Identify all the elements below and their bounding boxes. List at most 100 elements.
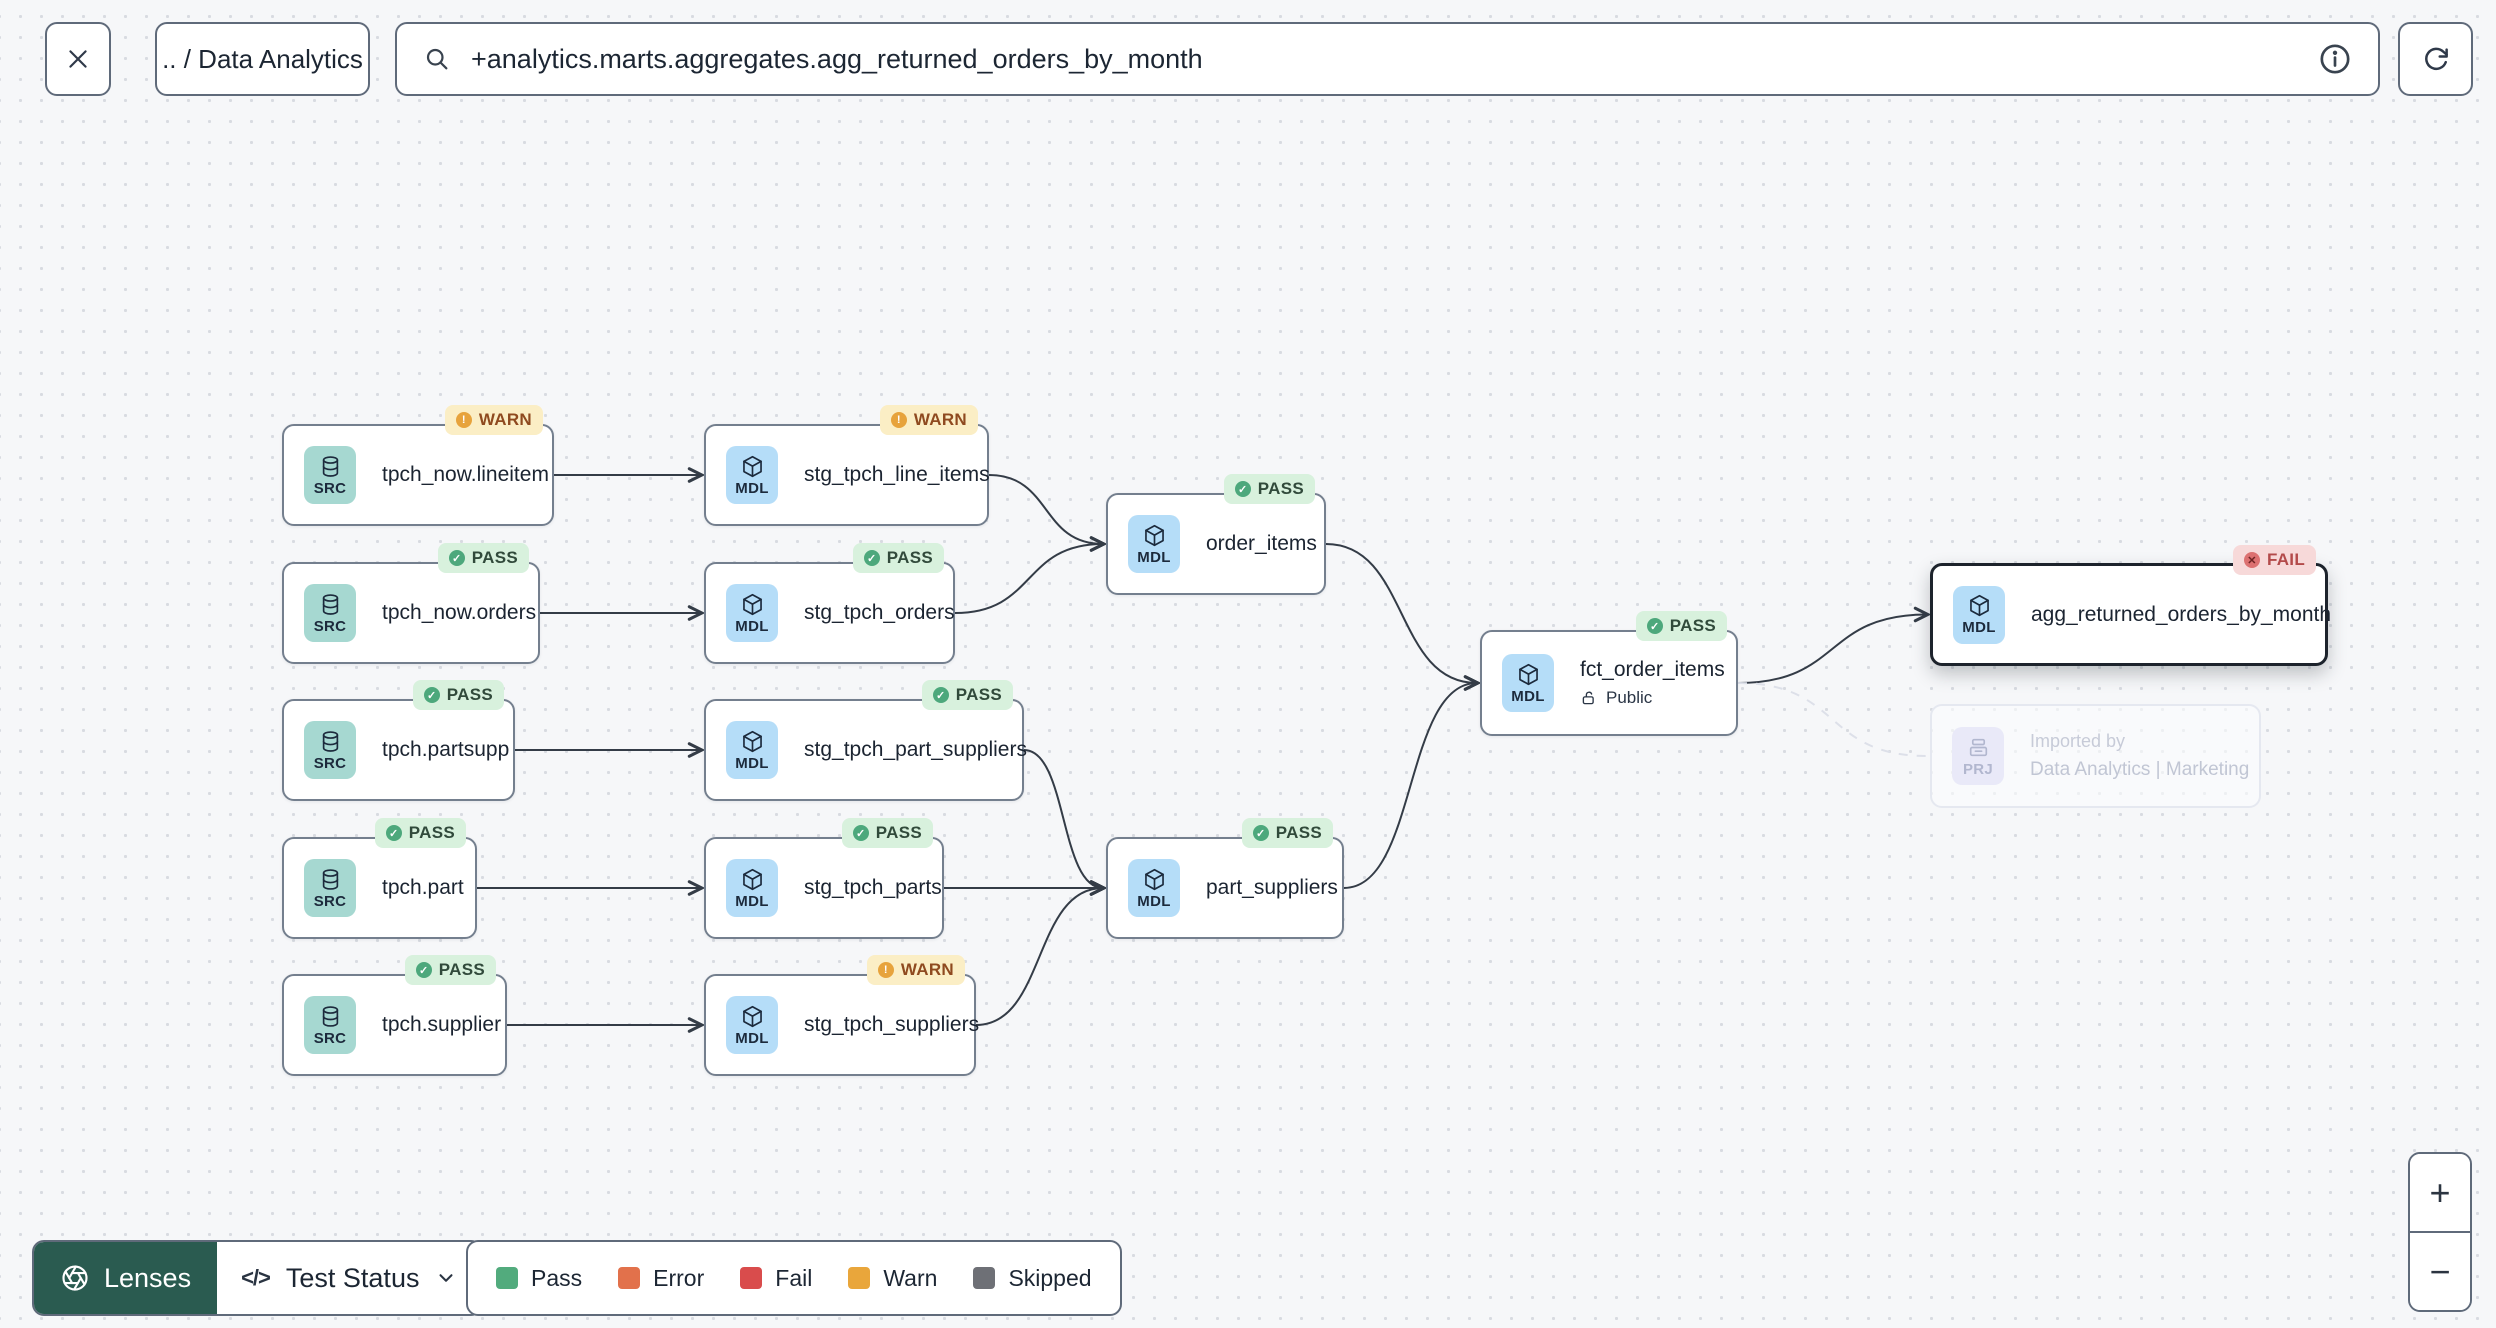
chip-label: MDL — [735, 754, 769, 772]
database-icon — [322, 1005, 338, 1027]
status-dot-icon: ! — [890, 412, 907, 428]
status-badge-warn: ! WARN — [879, 405, 978, 435]
lens-dropdown[interactable]: </> Test Status — [217, 1242, 482, 1314]
status-badge-label: PASS — [408, 823, 455, 842]
legend-item-pass: Pass — [496, 1265, 582, 1292]
status-badge-label: FAIL — [2266, 550, 2305, 569]
node-title: part_suppliers — [1206, 876, 1338, 899]
mdl-chip: MDL — [1128, 515, 1180, 573]
close-button[interactable] — [45, 22, 111, 96]
status-badge-label: PASS — [446, 685, 493, 704]
graph-node-imported-by-ghost[interactable]: PRJ Imported by Data Analytics | Marketing — [1930, 704, 2261, 808]
legend-swatch — [740, 1267, 763, 1289]
status-badge-pass: ✓PASS — [437, 543, 529, 573]
chip-label: MDL — [1511, 687, 1545, 705]
chip-label: MDL — [1962, 619, 1996, 636]
refresh-button[interactable] — [2398, 22, 2473, 96]
status-badge-label: WARN — [478, 410, 532, 429]
lenses-button[interactable]: Lenses — [34, 1242, 218, 1314]
search-bar[interactable]: +analytics.marts.aggregates.agg_returned… — [395, 22, 2380, 96]
mdl-chip: MDL — [726, 859, 778, 917]
search-input[interactable]: +analytics.marts.aggregates.agg_returned… — [471, 43, 1203, 74]
status-badge-label: PASS — [1275, 823, 1322, 842]
src-chip: SRC — [304, 721, 356, 779]
chip-label: MDL — [735, 1029, 769, 1047]
legend-label: Pass — [531, 1264, 583, 1291]
info-icon[interactable] — [2318, 42, 2352, 76]
chip-label: SRC — [313, 617, 347, 635]
node-title: fct_order_items — [1580, 658, 1725, 681]
mdl-chip: MDL — [726, 446, 778, 504]
mdl-chip: MDL — [726, 996, 778, 1054]
cube-icon — [742, 1005, 762, 1027]
code-icon: </> — [241, 1265, 271, 1290]
legend-label: Warn — [883, 1264, 938, 1291]
prj-chip: PRJ — [1952, 727, 2004, 785]
status-dot-icon: ✓ — [932, 687, 949, 703]
zoom-in-button[interactable]: + — [2410, 1154, 2470, 1231]
status-dot-icon: ! — [455, 412, 472, 428]
status-badge-label: WARN — [913, 410, 967, 429]
graph-node-tpch_supplier[interactable]: ✓ PASS SRC tpch.supplier — [282, 955, 507, 1076]
zoom-out-button[interactable]: − — [2410, 1231, 2470, 1310]
status-badge-label: PASS — [438, 960, 485, 979]
zoom-controls: + − — [2408, 1152, 2472, 1312]
chip-label: MDL — [735, 617, 769, 635]
graph-node-order_items[interactable]: ✓PASS MDL order_items — [1106, 474, 1326, 595]
node-title: agg_returned_orders_by_month — [2031, 602, 2332, 626]
lineage-edge — [1325, 543, 1477, 683]
breadcrumb[interactable]: .. / Data Analytics — [155, 22, 370, 96]
lineage-edge-dashed — [1737, 682, 1928, 757]
lineage-edge — [1023, 749, 1103, 888]
status-badge-warn: ! WARN — [444, 405, 543, 435]
legend-swatch — [496, 1267, 518, 1289]
lineage-edge — [1737, 615, 1927, 684]
legend-swatch — [973, 1267, 996, 1289]
ghost-node-title: Data Analytics | Marketing — [2030, 759, 2250, 780]
node-title: stg_tpch_parts — [804, 876, 942, 899]
cube-icon — [742, 868, 762, 890]
close-icon — [69, 50, 87, 68]
cube-icon — [1518, 663, 1538, 685]
mdl-chip: MDL — [1953, 585, 2005, 644]
status-badge-pass: ✓PASS — [852, 543, 944, 573]
status-dot-icon: ✓ — [415, 962, 432, 978]
src-chip: SRC — [304, 584, 356, 642]
project-icon — [1969, 738, 1987, 756]
graph-node-agg_returned_orders_by_month[interactable]: ✕FAIL MDL agg_returned_orders_by_month — [1930, 545, 2332, 666]
lineage-edge — [988, 474, 1103, 544]
status-badge-pass: ✓PASS — [1223, 474, 1315, 504]
status-badge-label: PASS — [1257, 479, 1304, 498]
status-badge-pass: ✓PASS — [1241, 818, 1333, 848]
node-title: tpch.supplier — [382, 1013, 502, 1036]
node-title: stg_tpch_line_items — [804, 463, 990, 486]
node-title: tpch.partsupp — [382, 738, 510, 761]
status-badge-pass: ✓PASS — [374, 818, 466, 848]
chip-label: SRC — [313, 754, 347, 772]
lens-dropdown-value: Test Status — [285, 1262, 420, 1293]
legend-item-warn: Warn — [848, 1265, 937, 1292]
status-dot-icon: ✓ — [863, 550, 880, 566]
chip-label: SRC — [313, 479, 347, 497]
ghost-node-caption: Imported by — [2030, 731, 2126, 751]
status-badge-fail: ✕FAIL — [2232, 545, 2316, 575]
chip-label: SRC — [313, 1029, 347, 1047]
status-badge-label: PASS — [875, 823, 922, 842]
status-badge-label: PASS — [1669, 616, 1716, 635]
node-title: order_items — [1206, 532, 1317, 555]
graph-node-stg_tpch_line_items[interactable]: ! WARN MDL stg_tpch_line_items — [704, 405, 990, 526]
chevron-down-icon — [439, 1274, 453, 1282]
legend-item-error: Error — [618, 1265, 704, 1292]
